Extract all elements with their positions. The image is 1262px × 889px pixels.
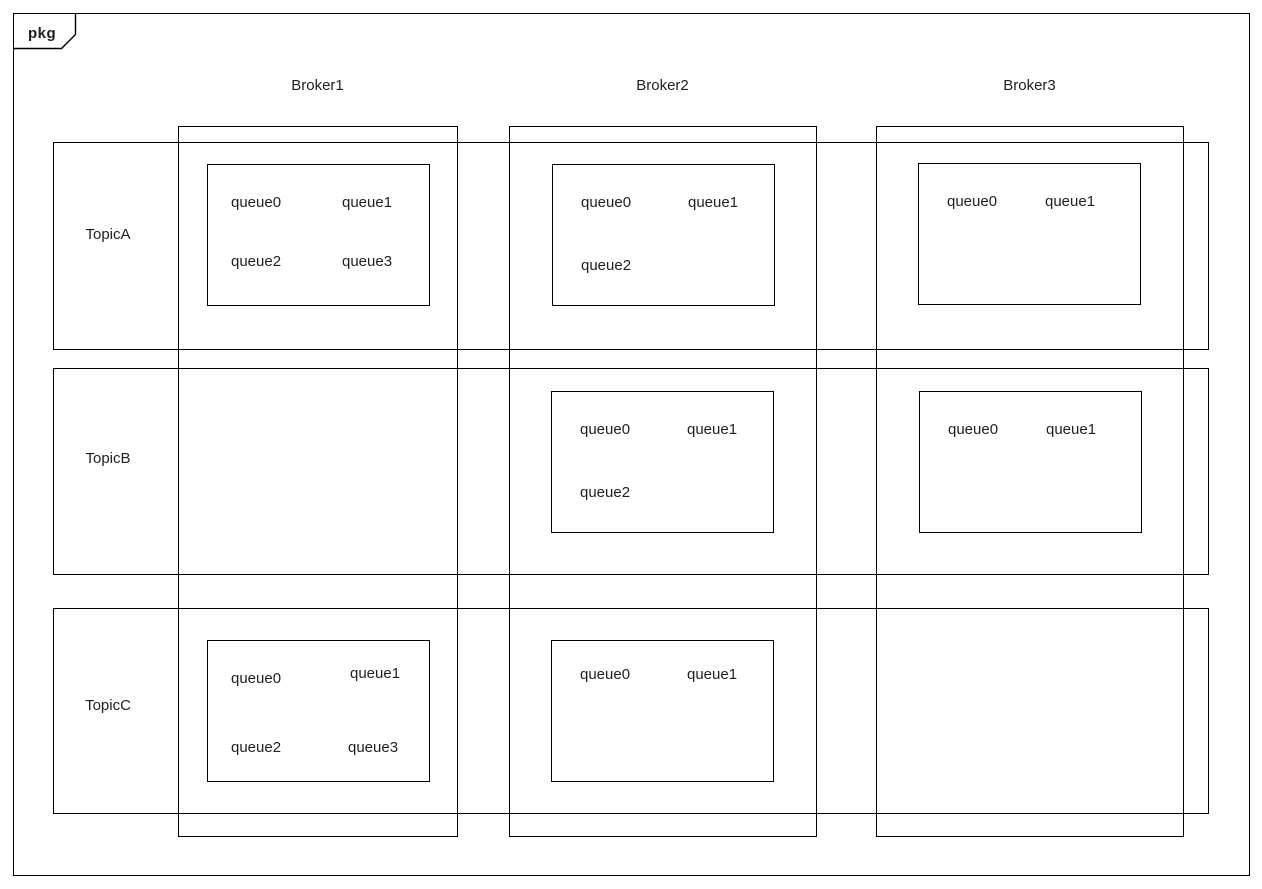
- pkg-tab-outline: [13, 13, 77, 50]
- package-frame: [13, 13, 1250, 876]
- broker1-label: Broker1: [291, 77, 344, 94]
- queue-label: queue0: [231, 194, 282, 211]
- queue-label: queue0: [231, 670, 282, 687]
- queue-label: queue0: [580, 421, 631, 438]
- queue-label: queue0: [581, 194, 632, 211]
- queue-box-topicc-broker2: queue0 queue1: [551, 640, 774, 782]
- queue-label: queue1: [350, 665, 401, 682]
- queue-box-topica-broker3: queue0 queue1: [918, 163, 1141, 305]
- queue-label: queue1: [342, 194, 393, 211]
- topica-row-box: [53, 142, 1209, 350]
- broker2-column-box: [509, 126, 817, 837]
- queue-label: queue0: [948, 421, 999, 438]
- queue-box-topicb-broker3: queue0 queue1: [919, 391, 1142, 533]
- queue-label: queue1: [1045, 193, 1096, 210]
- topica-label: TopicA: [85, 226, 131, 243]
- topicc-row-box: [53, 608, 1209, 814]
- queue-box-topicc-broker1: queue0 queue1 queue2 queue3: [207, 640, 430, 782]
- queue-label: queue1: [1046, 421, 1097, 438]
- queue-label: queue2: [581, 257, 632, 274]
- broker3-column-box: [876, 126, 1184, 837]
- broker2-label: Broker2: [636, 77, 689, 94]
- broker3-label: Broker3: [1003, 77, 1056, 94]
- queue-label: queue0: [947, 193, 998, 210]
- topicb-label: TopicB: [85, 450, 131, 467]
- broker1-column-box: [178, 126, 458, 837]
- queue-label: queue2: [231, 739, 282, 756]
- queue-box-topica-broker2: queue0 queue1 queue2: [552, 164, 775, 306]
- queue-box-topica-broker1: queue0 queue1 queue2 queue3: [207, 164, 430, 306]
- pkg-tab-label: pkg: [28, 25, 57, 42]
- topicc-label: TopicC: [85, 697, 131, 714]
- queue-label: queue1: [688, 194, 739, 211]
- topicb-row-box: [53, 368, 1209, 575]
- queue-label: queue1: [687, 666, 738, 683]
- queue-label: queue0: [580, 666, 631, 683]
- queue-label: queue3: [348, 739, 399, 756]
- queue-label: queue2: [231, 253, 282, 270]
- queue-label: queue1: [687, 421, 738, 438]
- queue-label: queue2: [580, 484, 631, 501]
- queue-box-topicb-broker2: queue0 queue1 queue2: [551, 391, 774, 533]
- queue-label: queue3: [342, 253, 393, 270]
